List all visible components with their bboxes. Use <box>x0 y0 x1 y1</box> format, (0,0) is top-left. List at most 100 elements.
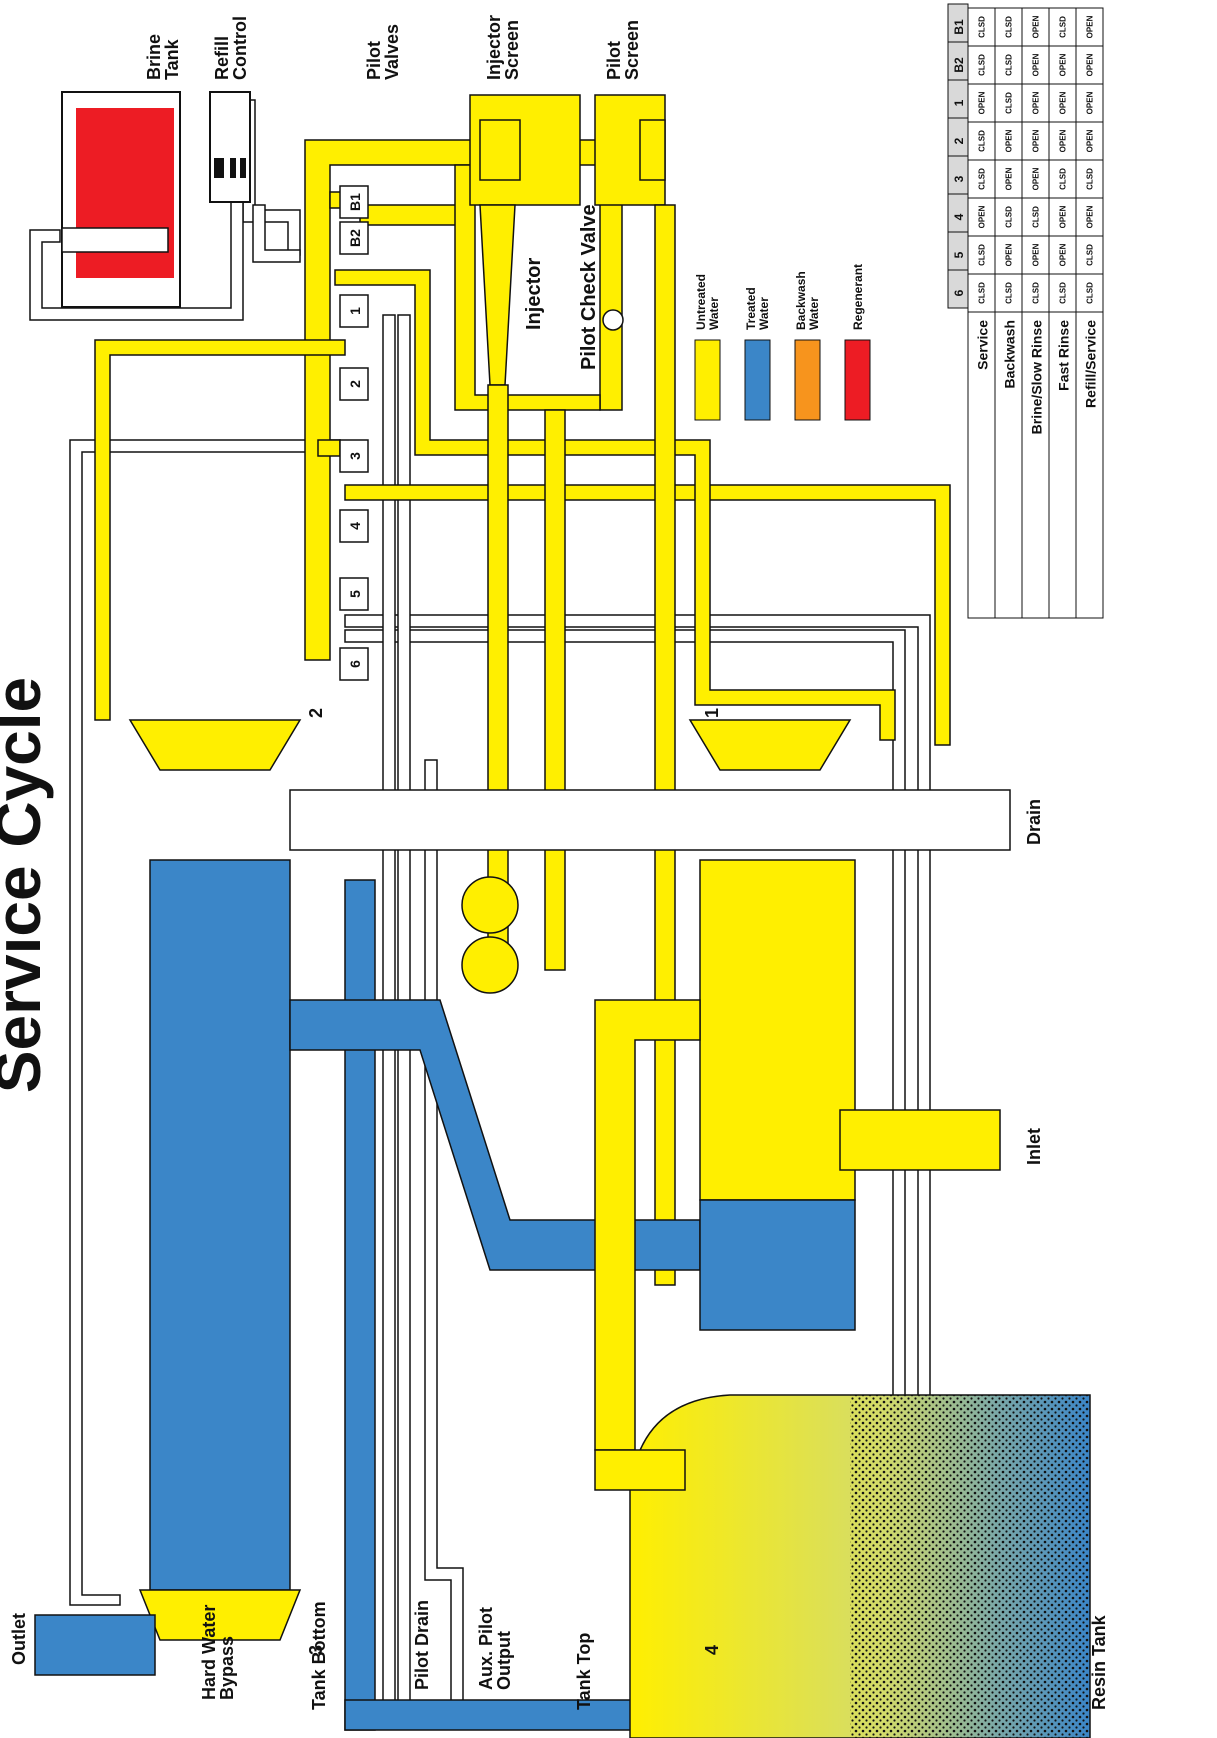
brine-tank-pipe <box>61 227 169 253</box>
table-header-label: B1 <box>952 19 966 35</box>
inlet-label: Inlet <box>1024 1128 1044 1165</box>
legend: Untreated Water Treated Water Backwash W… <box>694 264 871 421</box>
table-state-cell <box>1021 159 1050 199</box>
injector-body <box>479 204 516 386</box>
bypass-chamber <box>149 859 291 1591</box>
table-state-cell <box>994 273 1023 313</box>
legend-label-untreated-2: Water <box>707 297 721 330</box>
table-state-label: OPEN <box>1005 243 1014 266</box>
outlet-label: Outlet <box>9 1613 29 1665</box>
table-state-cell <box>994 235 1023 275</box>
table-state-label: OPEN <box>1059 53 1068 76</box>
table-state-cell <box>994 83 1023 123</box>
v1-to-valve1 <box>659 439 896 741</box>
table-state-cell <box>1075 7 1104 47</box>
table-header-label: 6 <box>952 289 966 296</box>
table-header-cell <box>947 269 969 309</box>
legend-swatch-backwash <box>794 339 821 421</box>
injector-label: Injector <box>523 258 545 330</box>
title-group: Service Cycle <box>0 677 54 1093</box>
table-state-cell <box>967 121 996 161</box>
pilot-valves-label-2: Valves <box>382 24 402 80</box>
table-header-cell <box>947 193 969 233</box>
tank-top-diffuser <box>594 1449 686 1491</box>
table-state-label: CLSD <box>978 244 987 266</box>
table-header-label: 5 <box>952 251 966 258</box>
hard-water-bypass-label-1: Hard Water <box>199 1605 219 1700</box>
table-state-label: CLSD <box>1005 16 1014 38</box>
pilot-valve-4-label: 4 <box>347 522 363 530</box>
table-state-label: CLSD <box>978 54 987 76</box>
table-state-cell <box>994 7 1023 47</box>
pilot-valve-3-box <box>339 439 369 473</box>
refill-control-body <box>209 91 251 203</box>
table-state-cell <box>967 235 996 275</box>
pilot-manifold <box>94 139 951 746</box>
pilot-screen-outlet <box>654 204 676 1286</box>
table-state-label: OPEN <box>1086 53 1095 76</box>
valve4-chamber <box>699 1199 856 1331</box>
pilot-valve-b2-box <box>339 221 369 255</box>
table-state-cell <box>1075 273 1104 313</box>
table-state-label: CLSD <box>1005 206 1014 228</box>
legend-label-treated-1: Treated <box>744 287 758 330</box>
legend-swatch-regenerant <box>844 339 871 421</box>
table-state-label: OPEN <box>1032 91 1041 114</box>
table-state-label: OPEN <box>1005 167 1014 190</box>
table-state-cell <box>1075 45 1104 85</box>
pilot-valve-6-box <box>339 647 369 681</box>
table-cycle-label: Brine/Slow Rinse <box>1029 320 1045 435</box>
table-state-cell <box>1075 121 1104 161</box>
table-state-label: OPEN <box>1032 15 1041 38</box>
table-state-label: CLSD <box>1005 92 1014 114</box>
pilot-valves-column: 1 2 3 4 5 6 B1 B2 <box>339 185 369 681</box>
table-state-label: CLSD <box>978 282 987 304</box>
tank-bottom-label: Tank Bottom <box>309 1601 329 1710</box>
injector-screen-label-2: Screen <box>502 20 522 80</box>
table-header-cell <box>947 117 969 157</box>
drain-pipe <box>289 789 1011 851</box>
table-state-cell <box>967 83 996 123</box>
table-state-label: CLSD <box>978 168 987 190</box>
pilot-valve-2-label: 2 <box>347 380 363 388</box>
inlet-pipe <box>839 1109 1001 1171</box>
injector-screen-label-1: Injector <box>484 15 504 80</box>
drain-label: Drain <box>1024 799 1044 845</box>
refill-line <box>242 99 301 256</box>
table-header-cell <box>947 155 969 195</box>
pilot-drain-label: Pilot Drain <box>412 1600 432 1690</box>
table-state-cell <box>967 273 996 313</box>
table-state-label: CLSD <box>1059 282 1068 304</box>
table-state-label: CLSD <box>1059 168 1068 190</box>
refill-line-2 <box>252 204 301 263</box>
injector-outlet <box>487 384 509 946</box>
tank-top-label: Tank Top <box>574 1633 594 1710</box>
v2-line <box>94 339 346 721</box>
valve-diaphragm-1 <box>688 719 852 771</box>
resin-bed <box>850 1395 1090 1738</box>
legend-label-regenerant: Regenerant <box>851 264 865 330</box>
table-cycle-cell <box>967 311 996 619</box>
pilot-valve-b1-box <box>339 185 369 219</box>
table-state-cell <box>1048 83 1077 123</box>
table-state-label: CLSD <box>1005 54 1014 76</box>
table-state-label: CLSD <box>1086 244 1095 266</box>
table-state-cell <box>1021 7 1050 47</box>
valve-num-4: 4 <box>702 1645 722 1655</box>
table-state-cell <box>1048 7 1077 47</box>
refill-control <box>209 91 251 203</box>
legend-swatch-untreated <box>694 339 721 421</box>
resin-tank-label: Resin Tank <box>1089 1614 1109 1710</box>
brine-tank <box>61 91 181 308</box>
pilot-valve-1-box <box>339 294 369 328</box>
legend-label-backwash-2: Water <box>807 297 821 330</box>
b-line <box>359 204 471 226</box>
injector-assembly <box>469 94 676 1286</box>
refill-control-label-1: Refill <box>212 36 232 80</box>
table-state-cell <box>967 7 996 47</box>
refill-control-label-2: Control <box>230 16 250 80</box>
pilot-valve-b2-label: B2 <box>347 229 363 247</box>
pilot-screen-label-2: Screen <box>622 20 642 80</box>
page-title: Service Cycle <box>0 677 54 1093</box>
